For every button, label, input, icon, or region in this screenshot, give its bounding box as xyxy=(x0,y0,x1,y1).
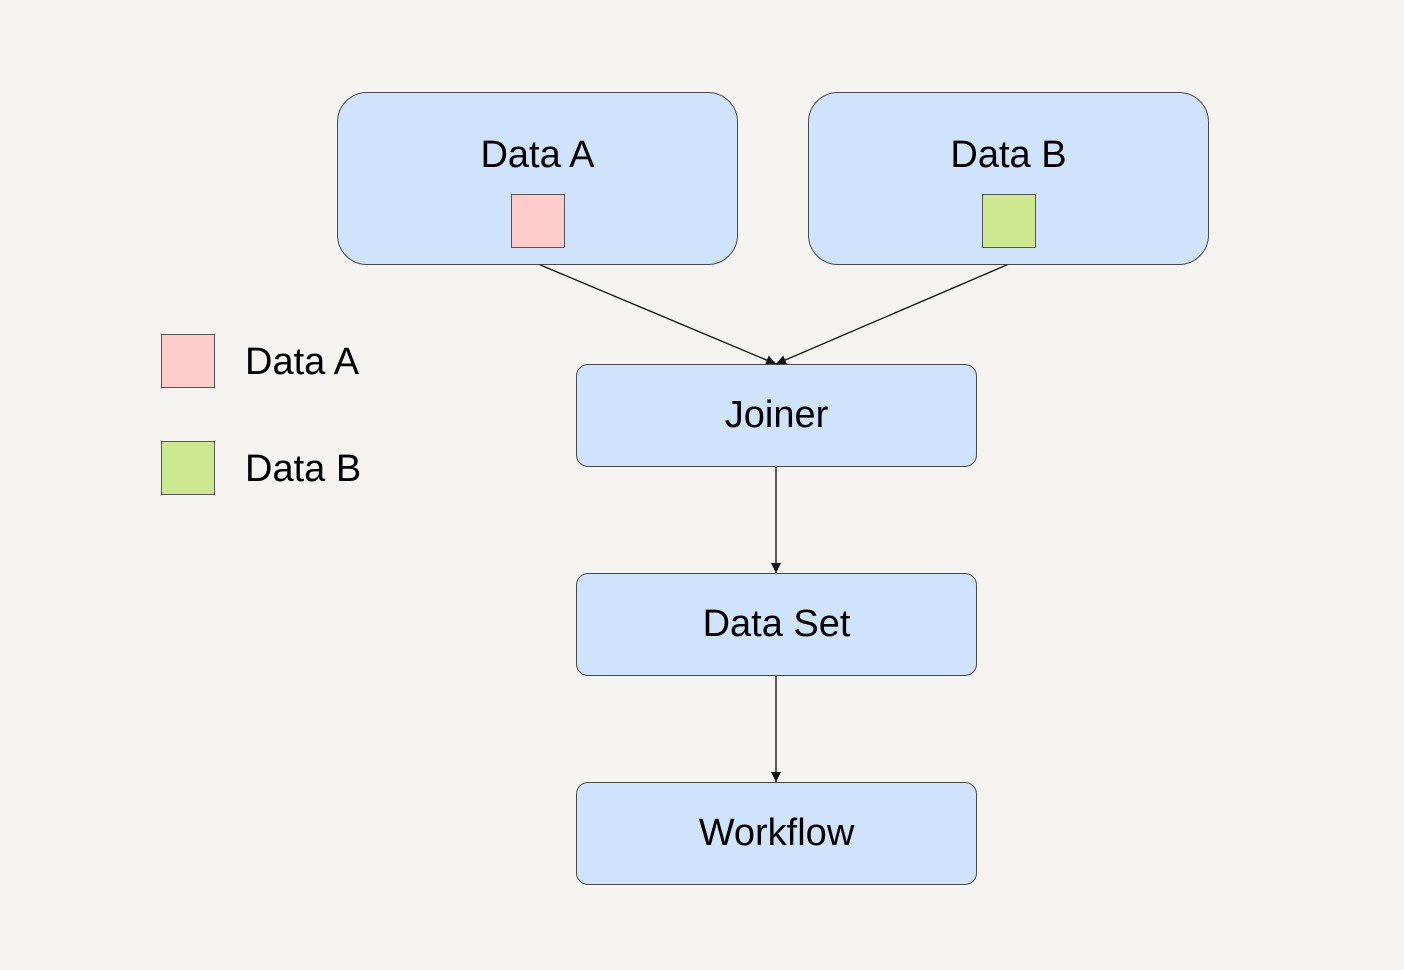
node-data-set[interactable]: Data Set xyxy=(576,573,977,676)
legend-label-data-a: Data A xyxy=(245,341,360,383)
node-data-set-label: Data Set xyxy=(702,603,851,645)
node-data-a[interactable]: Data A xyxy=(337,92,738,265)
node-workflow-label: Workflow xyxy=(698,812,855,854)
legend-label-data-b: Data B xyxy=(245,448,362,490)
legend-swatch-data-a xyxy=(161,334,215,388)
edge-data-a-to-joiner xyxy=(537,263,777,365)
node-joiner-label: Joiner xyxy=(724,394,829,436)
data-b-color-swatch xyxy=(982,194,1036,248)
node-data-a-label: Data A xyxy=(480,134,595,176)
legend-swatch-data-b xyxy=(161,441,215,495)
node-data-b-label: Data B xyxy=(950,134,1067,176)
edge-data-b-to-joiner xyxy=(775,263,1010,365)
node-workflow[interactable]: Workflow xyxy=(576,782,977,885)
data-a-color-swatch xyxy=(511,194,565,248)
node-data-b[interactable]: Data B xyxy=(808,92,1209,265)
node-joiner[interactable]: Joiner xyxy=(576,364,977,467)
